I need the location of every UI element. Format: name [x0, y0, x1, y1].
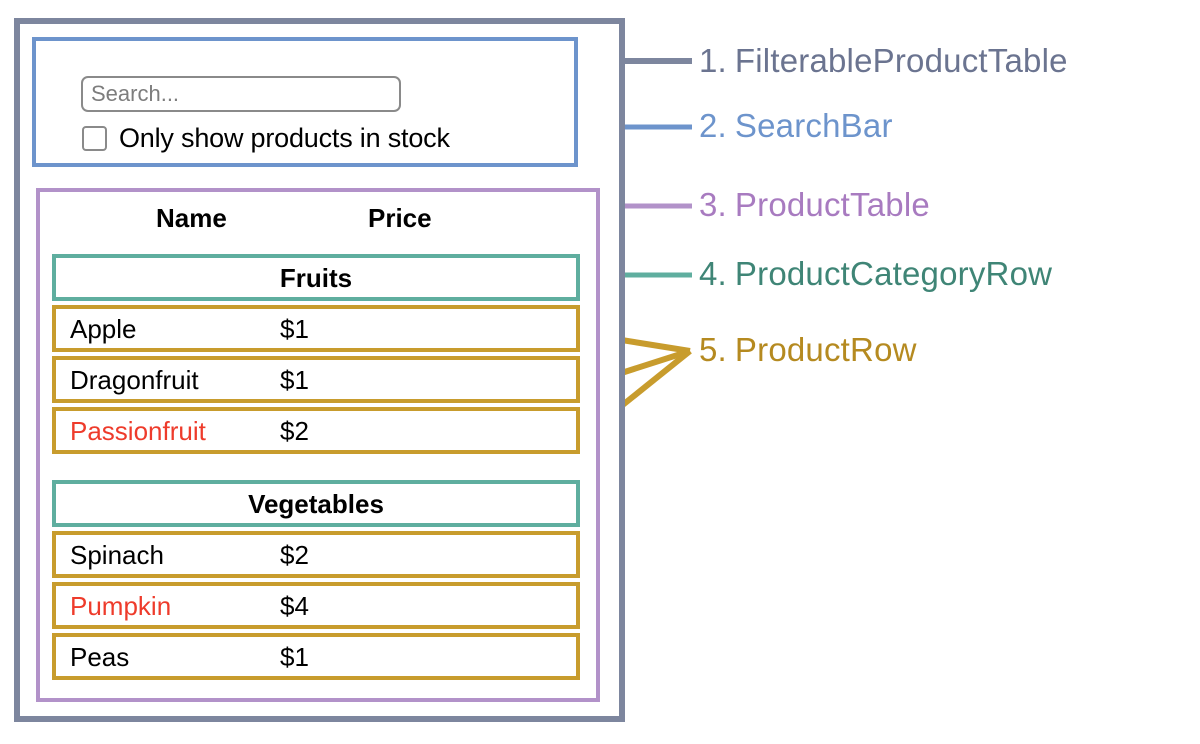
product-name: Pumpkin: [70, 590, 172, 621]
filterable-product-table-box: Only show products in stock Name Price F…: [14, 18, 625, 722]
product-price: $2: [280, 539, 309, 570]
annotation-number-5: 5.: [699, 331, 727, 368]
product-name: Spinach: [70, 539, 164, 570]
in-stock-checkbox[interactable]: [82, 126, 107, 151]
annotation-number-2: 2.: [699, 107, 727, 144]
annotation-label-2: SearchBar: [734, 107, 893, 144]
group-spacer: [52, 458, 580, 480]
product-row: Pumpkin $4: [52, 582, 580, 629]
annotation-number-3: 3.: [699, 186, 727, 223]
annotation-filterable-product-table: 1.FilterableProductTable: [699, 44, 1068, 77]
product-name: Passionfruit: [70, 415, 206, 446]
product-category-row: Fruits: [52, 254, 580, 301]
annotation-product-row: 5.ProductRow: [699, 333, 917, 366]
column-header-name: Name: [156, 203, 227, 233]
product-table-header: Name Price: [40, 203, 596, 243]
annotation-search-bar: 2.SearchBar: [699, 109, 893, 142]
column-header-price: Price: [368, 203, 432, 233]
product-row: Dragonfruit $1: [52, 356, 580, 403]
annotation-product-category-row: 4.ProductCategoryRow: [699, 257, 1052, 290]
product-price: $1: [280, 313, 309, 344]
product-name: Peas: [70, 641, 130, 672]
search-bar-box: Only show products in stock: [32, 37, 578, 167]
product-price: $4: [280, 590, 309, 621]
in-stock-checkbox-label: Only show products in stock: [119, 123, 450, 153]
product-row: Apple $1: [52, 305, 580, 352]
product-category-label: Fruits: [279, 262, 353, 293]
annotation-label-1: FilterableProductTable: [734, 42, 1068, 79]
product-price: $1: [280, 364, 309, 395]
in-stock-checkbox-row[interactable]: Only show products in stock: [82, 125, 450, 152]
annotation-product-table: 3.ProductTable: [699, 188, 930, 221]
product-price: $2: [280, 415, 309, 446]
annotation-label-5: ProductRow: [734, 331, 917, 368]
product-category-label: Vegetables: [248, 488, 384, 519]
product-row: Peas $1: [52, 633, 580, 680]
product-name: Dragonfruit: [70, 364, 199, 395]
annotation-label-3: ProductTable: [734, 186, 930, 223]
product-row: Spinach $2: [52, 531, 580, 578]
search-input[interactable]: [81, 76, 401, 112]
product-category-row: Vegetables: [52, 480, 580, 527]
product-price: $1: [280, 641, 309, 672]
product-name: Apple: [70, 313, 137, 344]
annotation-number-4: 4.: [699, 255, 727, 292]
product-row: Passionfruit $2: [52, 407, 580, 454]
annotation-number-1: 1.: [699, 42, 727, 79]
annotation-label-4: ProductCategoryRow: [734, 255, 1053, 292]
